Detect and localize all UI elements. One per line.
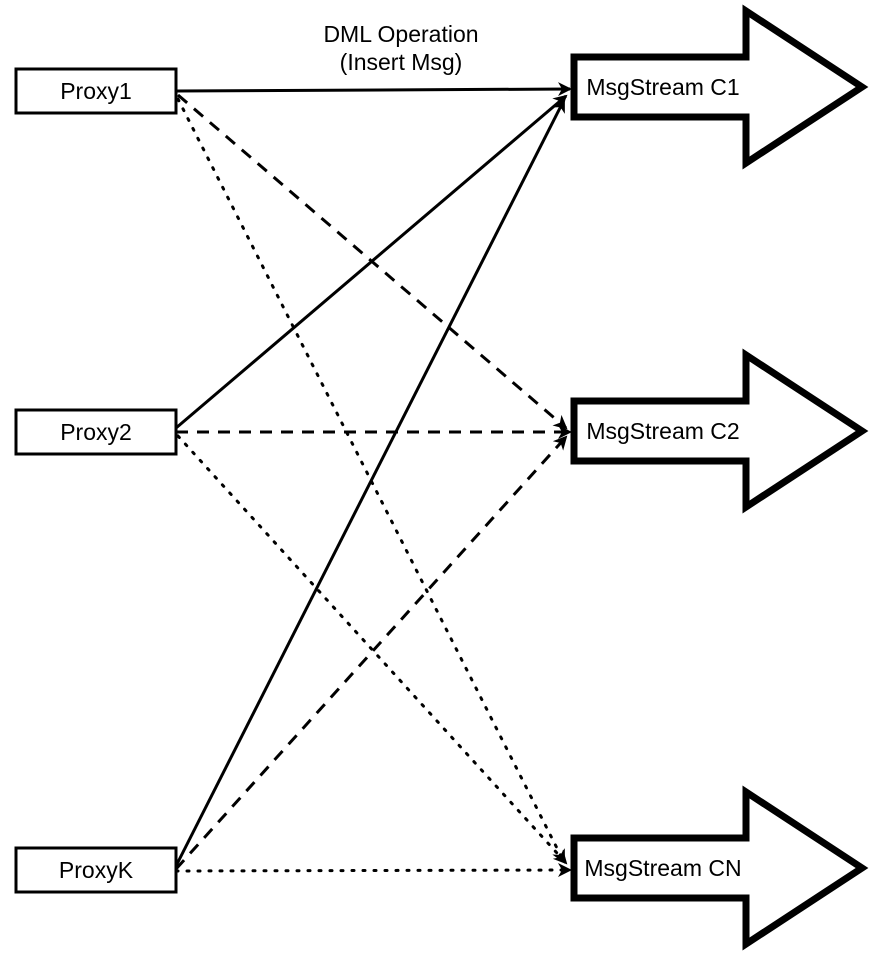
proxy-box-rect[interactable] xyxy=(14,408,178,456)
block-arrow-shape[interactable] xyxy=(570,785,869,951)
proxy-node-proxy2[interactable]: Proxy2 xyxy=(14,408,178,456)
connection-proxyk-stream-c1[interactable] xyxy=(174,98,566,867)
msgstream-node-c1[interactable]: MsgStream C1 xyxy=(570,4,869,170)
block-arrow-shape[interactable] xyxy=(570,4,869,170)
proxy-box-rect[interactable] xyxy=(14,67,178,115)
connection-proxy2-stream-cn[interactable] xyxy=(176,434,568,865)
edge-label-line1: DML Operation xyxy=(323,21,478,47)
proxy-node-proxyk[interactable]: ProxyK xyxy=(14,846,178,894)
edge-label-dml-operation: DML Operation (Insert Msg) xyxy=(323,21,478,75)
connection-proxyk-stream-c2[interactable] xyxy=(174,435,568,871)
connection-proxyk-stream-cn[interactable] xyxy=(174,863,572,878)
msgstream-label-c1: MsgStream C1 xyxy=(586,74,739,100)
msgstream-label-cn: MsgStream CN xyxy=(584,855,741,881)
proxy-label-proxy1: Proxy1 xyxy=(60,78,132,104)
msgstream-label-c2: MsgStream C2 xyxy=(586,418,739,444)
msgstream-node-c2[interactable]: MsgStream C2 xyxy=(570,348,869,514)
block-arrow-shape[interactable] xyxy=(570,348,869,514)
proxy-label-proxy2: Proxy2 xyxy=(60,419,132,445)
connection-layer xyxy=(174,82,572,878)
proxy-node-proxy1[interactable]: Proxy1 xyxy=(14,67,178,115)
proxy-label-proxyk: ProxyK xyxy=(59,857,134,883)
msgstream-node-cn[interactable]: MsgStream CN xyxy=(570,785,869,951)
connection-proxy2-stream-c1[interactable] xyxy=(175,94,568,430)
proxy-box-rect[interactable] xyxy=(14,846,178,894)
connection-proxy1-stream-c1[interactable] xyxy=(175,82,572,97)
edge-label-line2: (Insert Msg) xyxy=(340,49,463,75)
